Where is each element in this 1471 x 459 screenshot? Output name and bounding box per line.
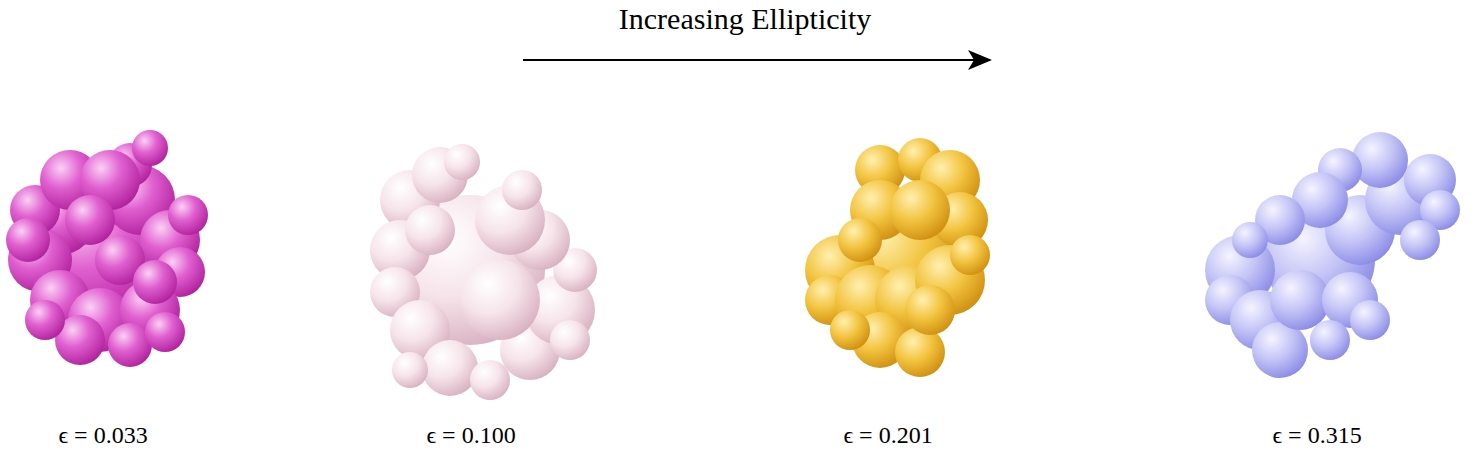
ellipticity-value: ϵ = 0.201 [843,422,932,449]
direction-arrow [523,59,990,61]
magenta-cluster [6,130,208,367]
lavender-cluster [1205,132,1460,378]
ellipticity-value: ϵ = 0.033 [58,422,147,449]
axis-title: Increasing Ellipticity [619,2,871,36]
ellipticity-value: ϵ = 0.100 [426,422,515,449]
yellow-cluster [805,138,990,377]
pink-cluster [370,144,597,400]
ellipticity-value: ϵ = 0.315 [1272,422,1361,449]
